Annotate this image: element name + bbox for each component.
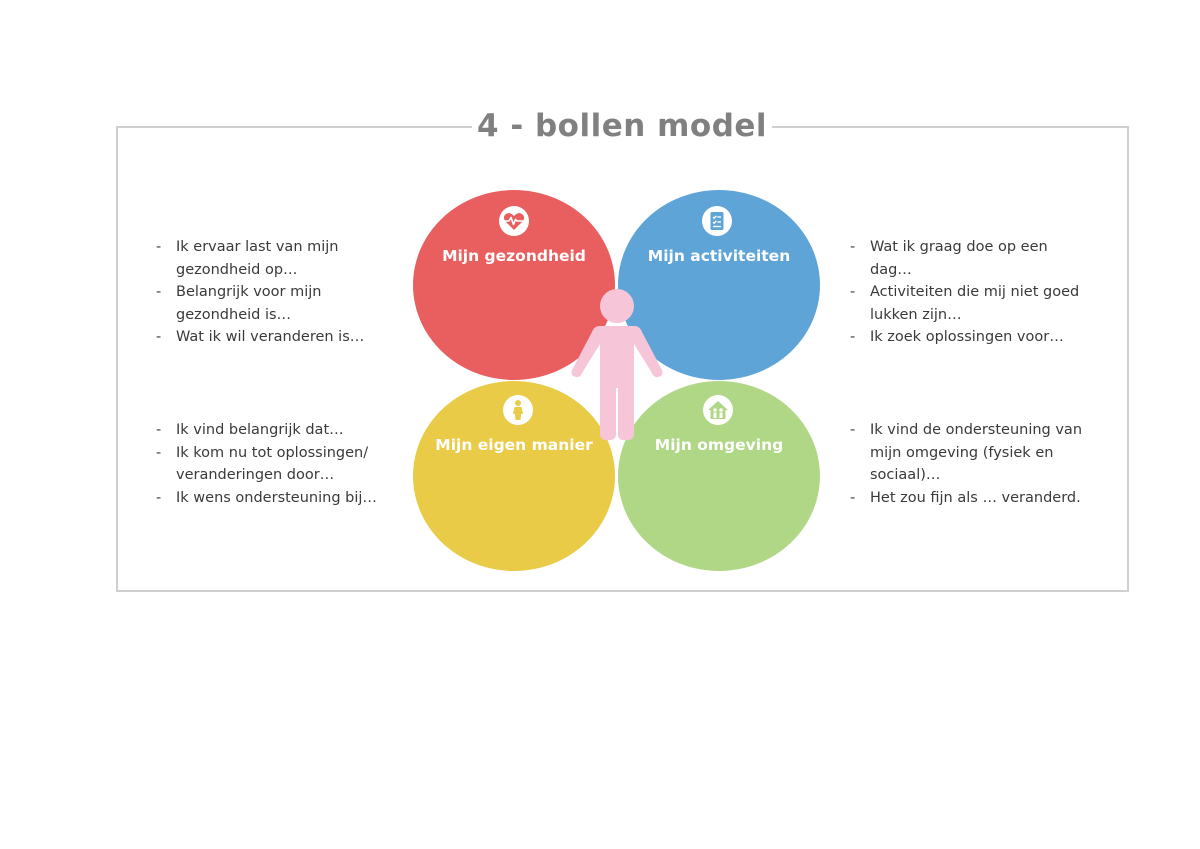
activities-note: Ik zoek oplossingen voor…	[850, 326, 1080, 349]
health-label: Mijn gezondheid	[442, 247, 586, 265]
health-note: Ik ervaar last van mijn gezondheid op…	[156, 236, 386, 281]
environment-label: Mijn omgeving	[654, 436, 784, 454]
own-way-label: Mijn eigen manier	[435, 436, 593, 454]
person-icon	[503, 395, 533, 425]
environment-note: Het zou fijn als … veranderd.	[850, 487, 1110, 510]
own-way-note: Ik wens ondersteuning bij…	[156, 487, 406, 510]
environment-notes: Ik vind de ondersteuning van mijn omgevi…	[850, 419, 1110, 509]
checklist-icon	[702, 206, 732, 236]
house-family-icon	[703, 395, 733, 425]
heart-pulse-icon	[499, 206, 529, 236]
own-way-note: Ik vind belangrijk dat…	[156, 419, 406, 442]
health-note: Wat ik wil veranderen is…	[156, 326, 386, 349]
diagram-title: 4 - bollen model	[472, 106, 772, 146]
environment-note: Ik vind de ondersteuning van mijn omgevi…	[850, 419, 1110, 487]
activities-label: Mijn activiteiten	[647, 247, 791, 265]
person-figure	[571, 289, 663, 440]
own-way-note: Ik kom nu tot oplossingen/ veranderingen…	[156, 442, 406, 487]
own-way-notes: Ik vind belangrijk dat… Ik kom nu tot op…	[156, 419, 406, 509]
health-note: Belangrijk voor mijn gezondheid is…	[156, 281, 386, 326]
activities-note: Activiteiten die mij niet goed lukken zi…	[850, 281, 1080, 326]
activities-note: Wat ik graag doe op een dag…	[850, 236, 1080, 281]
activities-notes: Wat ik graag doe op een dag… Activiteite…	[850, 236, 1080, 349]
health-notes: Ik ervaar last van mijn gezondheid op… B…	[156, 236, 386, 349]
